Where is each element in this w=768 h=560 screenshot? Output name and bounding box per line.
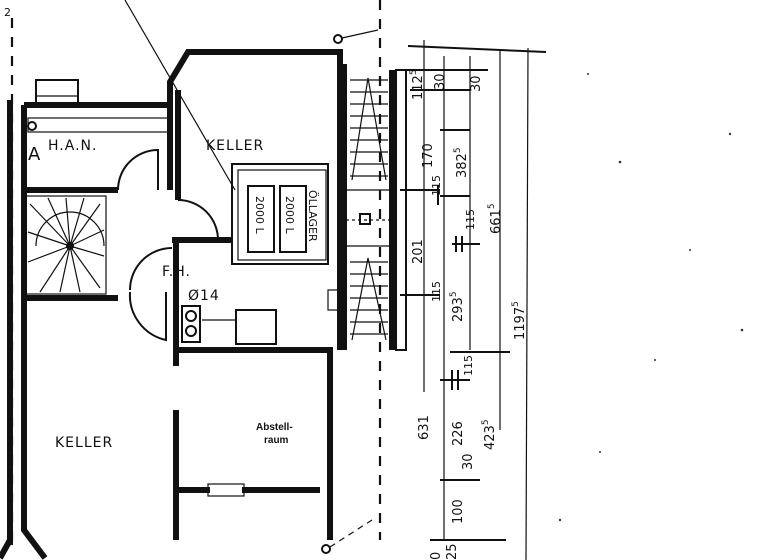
dim-4235: 4235 <box>481 419 498 450</box>
room-label-feuerung: F.H. <box>162 264 191 280</box>
room-label-keller-top: KELLER <box>206 138 264 154</box>
room-label-abstell-1: Abstell- <box>256 422 293 433</box>
door-swing-bottom <box>329 519 373 548</box>
tank-2-label: 2000 L <box>283 196 296 234</box>
dim-631: 631 <box>417 415 432 440</box>
room-label-keller-bottom: KELLER <box>55 435 113 451</box>
door-pivot-bottom <box>321 544 331 554</box>
door-arcs <box>117 148 219 342</box>
door-swing-top <box>341 29 379 39</box>
dim-1125: 1125 <box>409 69 426 100</box>
scan-speckles <box>558 73 744 522</box>
dim-30b: 30 <box>469 75 484 92</box>
dim-11975: 11975 <box>511 301 528 340</box>
chimney-label: Ø14 <box>188 288 220 304</box>
dim-170: 170 <box>421 143 436 168</box>
boiler-fixtures <box>181 305 277 345</box>
oil-tank-2 <box>279 185 307 253</box>
dim-115c: 115 <box>430 281 443 302</box>
dim-30a: 30 <box>433 73 448 90</box>
room-label-oellager: ÖLLAGER <box>306 190 319 242</box>
dim-6615: 6615 <box>487 203 504 234</box>
mark-a: A <box>28 144 41 165</box>
dim-30c: 30 <box>461 453 476 470</box>
dim-115b: 115 <box>464 209 477 230</box>
room-label-hausanschluss: H.A.N. <box>48 138 97 154</box>
oil-tank-1 <box>247 185 275 253</box>
oil-tank-room <box>231 163 329 265</box>
central-walls <box>167 49 343 540</box>
dim-226: 226 <box>451 421 466 446</box>
spiral-staircase <box>25 195 107 295</box>
dim-100: 100 <box>451 499 466 524</box>
dim-3825: 3825 <box>453 147 470 178</box>
dimension-labels: 1125 30 30 3825 170 115 6615 115 201 119… <box>409 69 528 560</box>
left-walls <box>0 79 170 560</box>
dim-25: 25 <box>445 543 460 560</box>
dim-0: 0 <box>429 552 444 560</box>
dim-201: 201 <box>411 239 426 264</box>
room-label-abstell-2: raum <box>264 435 289 446</box>
stair-flight <box>327 64 407 351</box>
tank-1-label: 2000 L <box>253 196 266 234</box>
dimension-chains <box>400 40 547 560</box>
dim-115a: 115 <box>430 175 443 196</box>
dim-2935: 2935 <box>449 291 466 322</box>
door-pivot-top <box>333 34 343 44</box>
dim-115d: 115 <box>462 355 475 376</box>
top-mark-2: 2 <box>4 6 11 19</box>
